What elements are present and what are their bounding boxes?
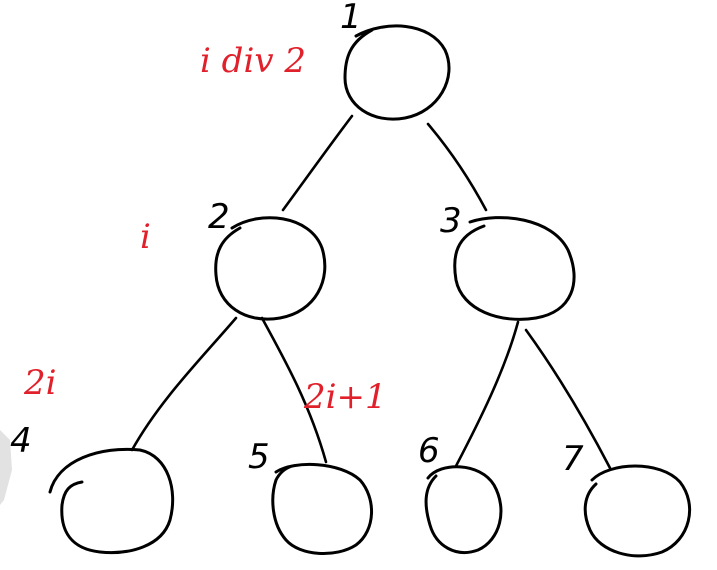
node-circle-6 (424, 465, 503, 554)
node-label-3: 3 (440, 201, 462, 241)
node-label-6: 6 (418, 431, 440, 471)
annotation-node: i (140, 217, 151, 257)
annotation-right-child: 2i+1 (303, 377, 387, 417)
node-circle-3 (453, 216, 576, 321)
node-label-5: 5 (248, 437, 270, 477)
edge-2-4 (130, 316, 238, 452)
edge-3-7 (524, 328, 612, 470)
edge-3-6 (454, 320, 520, 468)
node-circle-1 (343, 24, 451, 121)
node-label-2: 2 (208, 197, 230, 237)
edge-1-3 (426, 122, 488, 212)
node-circle-2 (214, 216, 327, 321)
node-label-1: 1 (340, 0, 362, 37)
edge-2-5 (260, 316, 328, 464)
node-circle-5 (271, 462, 373, 555)
annotation-left-child: 2i (23, 363, 57, 403)
annotation-parent: i div 2 (200, 41, 306, 81)
index-annotations: i div 2 i 2i 2i+1 (23, 41, 387, 417)
node-label-4: 4 (10, 421, 32, 461)
edge-smudge (0, 430, 12, 505)
node-number-labels: 1 2 3 4 5 6 7 (10, 0, 584, 479)
node-label-7: 7 (562, 439, 584, 479)
edge-1-2 (281, 114, 354, 212)
node-circle-4 (48, 447, 175, 555)
tree-edges (130, 114, 612, 470)
node-circle-7 (583, 464, 692, 558)
tree-nodes (48, 24, 692, 558)
